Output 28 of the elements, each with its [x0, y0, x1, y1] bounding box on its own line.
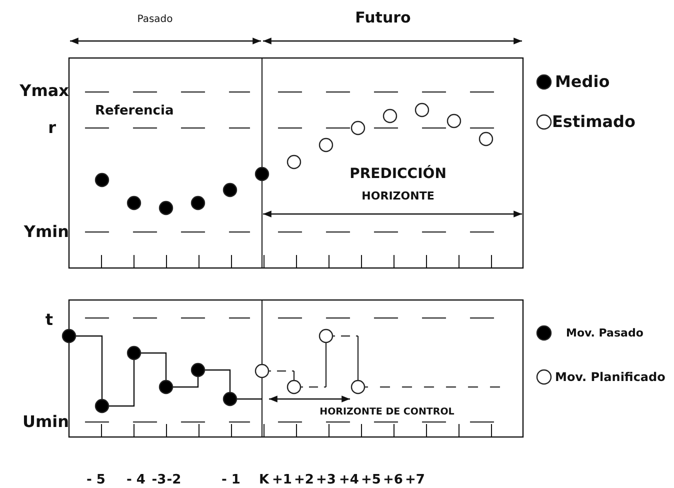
tick-label: +1	[272, 474, 292, 486]
tick-label: +7	[405, 474, 425, 486]
legend-label: Mov. Pasado	[566, 328, 644, 338]
legend-label: Mov. Planificado	[555, 371, 666, 383]
tick-label: +3	[316, 474, 336, 486]
axis-label: Ymax	[20, 83, 69, 99]
tick-label: - 1	[222, 474, 240, 486]
text-label: Referencia	[95, 104, 174, 118]
legend-label: Medio	[555, 74, 610, 90]
legend-label: Estimado	[552, 114, 636, 130]
text-label: HORIZONTE	[362, 190, 434, 202]
axis-label: r	[48, 120, 56, 136]
axis-label: Pasado	[137, 15, 173, 25]
text-label: HORIZONTE DE CONTROL	[320, 407, 454, 417]
axis-label: Ymin	[24, 224, 69, 240]
tick-label: K	[258, 474, 270, 486]
tick-label: -2	[166, 474, 182, 486]
axis-label: t	[45, 312, 53, 328]
tick-label: - 5	[86, 474, 106, 486]
axis-label: Umin	[22, 414, 69, 430]
tick-label: +4	[339, 474, 359, 486]
tick-label: +2	[294, 474, 314, 486]
tick-label: +6	[383, 474, 403, 486]
tick-label: +5	[361, 474, 381, 486]
axis-label: Futuro	[355, 10, 411, 26]
tick-label: -3	[152, 474, 166, 486]
text-label: PREDICCIÓN	[350, 167, 446, 181]
tick-label: - 4	[126, 474, 146, 486]
